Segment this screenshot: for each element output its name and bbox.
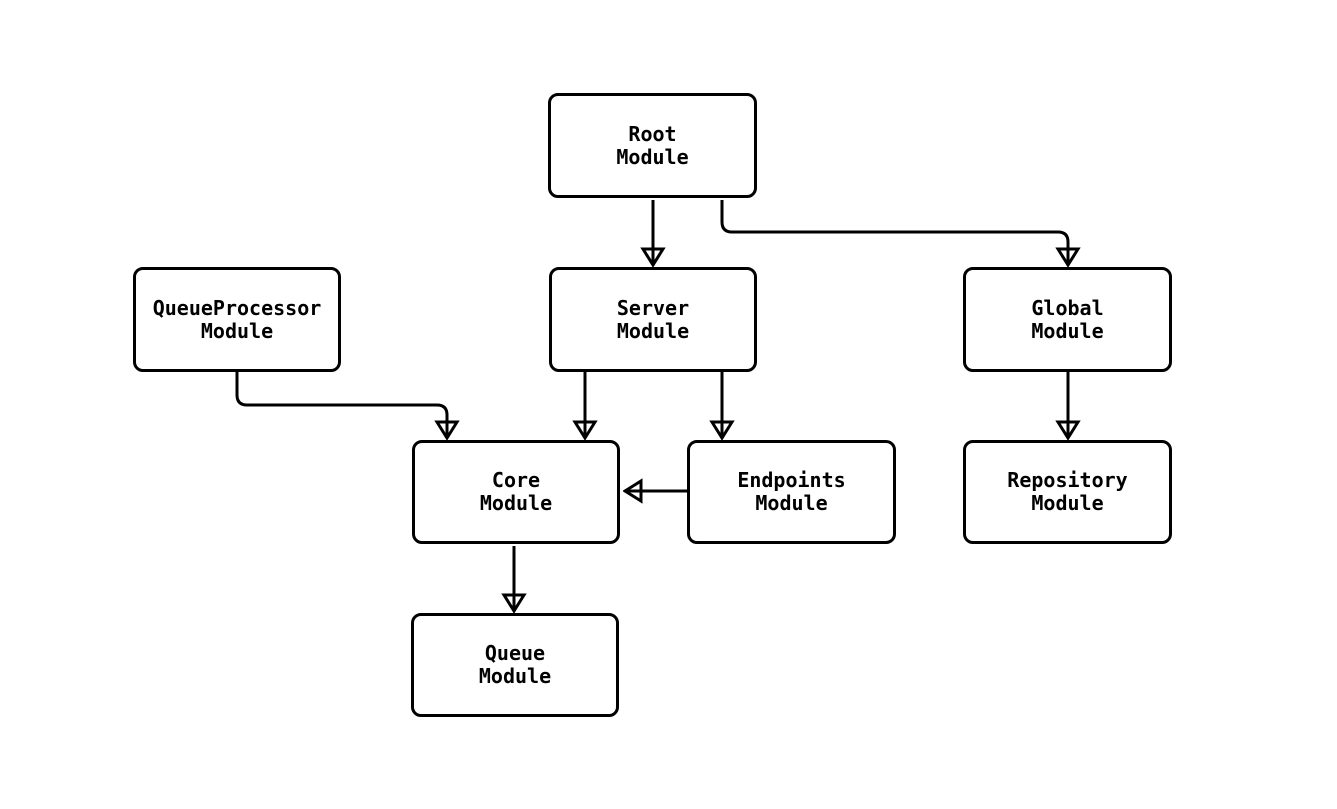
node-label-line: Global	[1031, 295, 1104, 320]
node-queueprocessor-module: QueueProcessor Module	[133, 267, 341, 372]
node-label-line: Module	[1031, 318, 1104, 343]
node-core-module: Core Module	[412, 440, 620, 544]
node-label-line: Module	[616, 144, 689, 169]
node-label-line: Server	[616, 295, 690, 320]
node-repository-module: Repository Module	[963, 440, 1172, 544]
node-label-line: Module	[755, 491, 828, 515]
node-global-module: Global Module	[963, 267, 1172, 372]
node-label-line: Module	[1031, 491, 1104, 515]
node-endpoints-module: Endpoints Module	[687, 440, 896, 544]
node-server-module: Server Module	[549, 267, 757, 372]
node-label-line: Module	[478, 664, 552, 688]
node-label-line: Endpoints	[737, 468, 846, 492]
edge-queueprocessor-to-core	[235, 372, 447, 437]
node-label-line: Repository	[1007, 468, 1128, 492]
node-root-module: Root Module	[548, 93, 757, 198]
node-label-line: Module	[479, 491, 553, 515]
node-queue-module: Queue Module	[411, 613, 619, 717]
node-label-line: Module	[200, 318, 274, 343]
node-label-line: Root	[628, 121, 677, 146]
node-label-line: Queue	[484, 641, 546, 665]
node-label-line: Module	[616, 318, 690, 343]
edge-root-to-global	[720, 200, 1068, 264]
node-label-line: QueueProcessor	[152, 295, 322, 320]
node-label-line: Core	[491, 468, 541, 492]
